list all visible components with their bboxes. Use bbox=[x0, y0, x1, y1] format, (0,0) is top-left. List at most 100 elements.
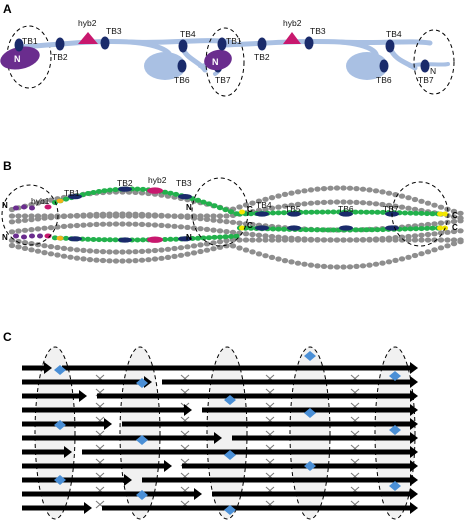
filament-bar bbox=[22, 365, 44, 371]
bead bbox=[333, 185, 341, 191]
bead bbox=[223, 238, 230, 244]
bead bbox=[392, 203, 399, 209]
tb-domain bbox=[385, 225, 399, 231]
bead bbox=[229, 219, 237, 225]
bead bbox=[301, 201, 308, 207]
tb-domain bbox=[385, 39, 395, 53]
bead bbox=[161, 189, 169, 195]
bead bbox=[177, 245, 185, 251]
bead bbox=[372, 237, 380, 243]
bead bbox=[194, 235, 202, 241]
diamond-marker bbox=[389, 425, 401, 435]
filament-bar bbox=[212, 491, 410, 497]
tb-domain bbox=[68, 194, 82, 200]
bead bbox=[352, 209, 359, 215]
bead bbox=[145, 257, 152, 263]
bead bbox=[47, 251, 55, 257]
tb3-label: TB3 bbox=[106, 26, 122, 36]
hyb1-bead bbox=[56, 235, 64, 241]
bead bbox=[255, 232, 263, 238]
bead bbox=[340, 264, 347, 270]
bead bbox=[313, 209, 321, 215]
tb-domain bbox=[304, 36, 314, 50]
hyb1-label: hyb1 bbox=[31, 196, 50, 206]
bead bbox=[95, 237, 103, 243]
bead bbox=[308, 227, 315, 233]
bead bbox=[119, 213, 126, 219]
bead bbox=[229, 229, 237, 235]
filament-bar bbox=[122, 421, 410, 427]
bead bbox=[255, 237, 263, 243]
bead bbox=[359, 200, 367, 206]
bead bbox=[67, 223, 74, 229]
bead bbox=[41, 198, 48, 205]
bead bbox=[167, 190, 174, 196]
bead bbox=[164, 246, 172, 252]
bead bbox=[372, 188, 380, 194]
bead bbox=[73, 222, 81, 229]
bead bbox=[47, 225, 55, 231]
bead bbox=[294, 189, 302, 195]
bead bbox=[216, 228, 224, 234]
bead bbox=[106, 221, 113, 227]
filament-bar bbox=[22, 435, 214, 441]
bead bbox=[262, 206, 269, 212]
tb3-label: TB3 bbox=[176, 178, 192, 188]
bead bbox=[372, 261, 380, 267]
bead bbox=[424, 200, 432, 206]
c-terminal-bead bbox=[239, 225, 245, 231]
bead bbox=[437, 237, 445, 243]
bead bbox=[145, 213, 152, 219]
bead bbox=[125, 249, 133, 255]
bead bbox=[294, 237, 302, 243]
bead bbox=[112, 258, 120, 264]
bead bbox=[359, 263, 367, 269]
dashed-circle-n-terminus bbox=[1, 184, 59, 246]
bead bbox=[90, 237, 97, 242]
bead bbox=[418, 226, 425, 232]
bead bbox=[28, 247, 35, 253]
globular-lobe bbox=[144, 52, 186, 80]
bead bbox=[262, 253, 269, 259]
bead bbox=[236, 204, 243, 210]
linker-chain bbox=[217, 38, 433, 48]
filament-bar bbox=[102, 505, 410, 511]
filament-bar bbox=[22, 407, 184, 413]
tb2-label: TB2 bbox=[254, 52, 270, 62]
bead bbox=[249, 221, 256, 228]
c-terminus-label: C bbox=[247, 205, 253, 214]
bead bbox=[203, 226, 211, 232]
bead bbox=[151, 247, 159, 254]
bead bbox=[262, 196, 269, 202]
bead bbox=[320, 263, 328, 269]
bead bbox=[151, 256, 159, 262]
tb-domain bbox=[100, 36, 110, 50]
c-terminus-label: C bbox=[247, 221, 253, 230]
panel-a-unit-2: N TB1 TB2 hyb2 TB3 TB4 TB6 TB7 bbox=[204, 18, 450, 97]
bead bbox=[242, 247, 250, 253]
bead bbox=[67, 254, 74, 260]
bead bbox=[99, 213, 107, 219]
bead bbox=[385, 237, 393, 243]
bead bbox=[255, 251, 263, 257]
bead bbox=[194, 197, 202, 203]
bead bbox=[132, 221, 139, 227]
diamond-marker bbox=[54, 365, 66, 375]
bead bbox=[366, 200, 373, 206]
bead bbox=[314, 237, 321, 243]
bead bbox=[125, 213, 133, 219]
bead bbox=[112, 249, 120, 255]
bead bbox=[106, 258, 113, 264]
bead bbox=[8, 219, 16, 225]
bead bbox=[330, 227, 337, 233]
bead bbox=[314, 186, 321, 192]
bead bbox=[34, 213, 42, 219]
filament-arrowhead bbox=[410, 460, 418, 472]
bead bbox=[167, 236, 174, 242]
n-terminal-bead bbox=[29, 205, 35, 211]
bead bbox=[301, 261, 308, 267]
bead bbox=[379, 260, 386, 266]
tb-domain bbox=[55, 37, 65, 51]
bead bbox=[227, 234, 235, 239]
tb-domain bbox=[420, 59, 430, 73]
